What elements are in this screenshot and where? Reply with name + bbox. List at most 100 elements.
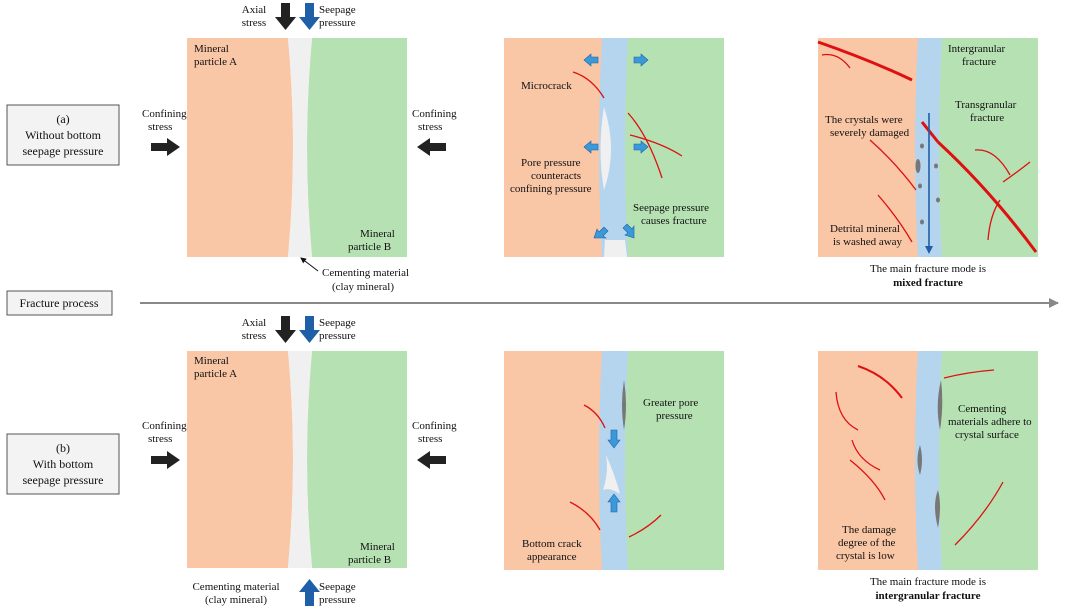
mineral-b-label-2: particle B [348, 241, 391, 253]
bottom-label-2: appearance [527, 551, 577, 563]
microcrack [849, 459, 886, 501]
cement-remnant [604, 240, 627, 257]
mode-b-label-1: The main fracture mode is [870, 576, 986, 588]
small-arrow-up [607, 493, 621, 513]
transgranular-crack [936, 140, 1038, 253]
row-b-panel-3: Cementing materials adhere to crystal su… [818, 351, 1038, 602]
row-a-panel-2: Microcrack Pore pressure counteracts con… [504, 38, 724, 257]
cement-label-1: Cementing material [192, 581, 279, 593]
detrital-particle [936, 197, 940, 203]
damage-label-2: degree of the [838, 537, 896, 549]
row-a-line1: (a) [56, 112, 69, 126]
microcrack [851, 439, 881, 471]
row-b-panel-1: Axial stress Seepage pressure Confining … [142, 316, 457, 606]
confining-left-arrow [151, 138, 180, 156]
greater-label-2: pressure [656, 410, 693, 422]
mineral-particle-b [307, 38, 407, 257]
microcrack [572, 71, 605, 99]
cem-adhere-label-1: Cementing [958, 403, 1007, 415]
intergranular-label-1: Intergranular [948, 43, 1006, 55]
seepage-label-1: Seepage [319, 317, 356, 329]
confining-right-arrow [417, 451, 446, 469]
row-a-label: (a) Without bottom seepage pressure [6, 104, 120, 166]
intergranular-label-2: fracture [962, 56, 996, 68]
cementing-material [288, 38, 312, 257]
mineral-a-label-1: Mineral [194, 355, 229, 367]
mineral-particle-a [187, 38, 293, 257]
confining-right-label-1: Confining [412, 420, 457, 432]
small-arrow-right [633, 53, 649, 67]
detrital-particle [920, 143, 924, 149]
seepage-channel [915, 351, 942, 570]
mineral-particle-a [504, 351, 605, 570]
confining-left-arrow [151, 451, 180, 469]
mode-a-label-2: mixed fracture [893, 277, 963, 289]
pore-label-3: confining pressure [510, 183, 592, 195]
microcrack [857, 365, 903, 399]
row-a-line3: seepage pressure [23, 144, 104, 158]
confining-right-label-2: stress [418, 121, 442, 133]
mineral-b-label-2: particle B [348, 554, 391, 566]
axial-label-2: stress [242, 330, 266, 342]
small-arrow-left [583, 53, 599, 67]
bottom-label-1: Bottom crack [522, 538, 582, 550]
microcrack [629, 134, 683, 157]
pore-label-1: Pore pressure [521, 157, 581, 169]
mineral-b-label-1: Mineral [360, 228, 395, 240]
cement-remnant [600, 107, 611, 190]
mineral-a-label-2: particle A [194, 56, 237, 68]
row-b-line1: (b) [56, 441, 70, 455]
seep-frac-label-1: Seepage pressure [633, 202, 709, 214]
seepage-label-2: pressure [319, 330, 356, 342]
row-b-line3: seepage pressure [23, 473, 104, 487]
cem-adhere-label-3: crystal surface [955, 429, 1019, 441]
mineral-particle-a [818, 351, 920, 570]
small-arrow-right [633, 140, 649, 154]
seepage-pressure-arrow [299, 316, 320, 343]
confining-left-label-2: stress [148, 433, 172, 445]
mineral-b-label-1: Mineral [360, 541, 395, 553]
row-b-line2: With bottom [33, 457, 94, 471]
bottom-seepage-arrow [299, 579, 320, 606]
microcrack [821, 53, 851, 69]
row-a-panel-3: Intergranular fracture The crystals were… [817, 38, 1038, 289]
row-b-label: (b) With bottom seepage pressure [6, 433, 120, 495]
confining-right-label-1: Confining [412, 108, 457, 120]
small-arrow-down-right [622, 223, 635, 239]
mineral-particle-b [625, 351, 724, 570]
mineral-a-label-2: particle A [194, 368, 237, 380]
microcrack [974, 149, 1011, 176]
microcrack [569, 501, 601, 531]
cement-on-surface [937, 380, 943, 430]
fracture-process-label: Fracture process [6, 290, 113, 316]
cement-remnant [603, 455, 620, 494]
transgranular-crack [920, 121, 940, 143]
mode-a-label-1: The main fracture mode is [870, 263, 986, 275]
cement-label-2: (clay mineral) [205, 594, 267, 606]
mineral-particle-b [938, 38, 1038, 257]
microcrack [835, 391, 859, 431]
small-arrow-down-left [593, 226, 609, 239]
bottom-seepage-label-1: Seepage [319, 581, 356, 593]
axial-label-1: Axial [242, 317, 266, 329]
detrital-particle [918, 183, 922, 189]
seep-frac-label-2: causes fracture [641, 215, 707, 227]
row-a-line2: Without bottom [25, 128, 102, 142]
cement-pointer [300, 257, 319, 272]
microcrack [1002, 161, 1031, 183]
transgranular-label-2: fracture [970, 112, 1004, 124]
axial-stress-arrow [275, 3, 296, 30]
microcrack [943, 369, 995, 379]
seepage-label-2: pressure [319, 17, 356, 29]
fracture-process-text: Fracture process [20, 296, 99, 310]
crystals-label-1: The crystals were [825, 114, 903, 126]
damage-label-1: The damage [842, 524, 896, 536]
row-a-panel-1: Axial stress Seepage pressure Confining … [142, 3, 457, 293]
cement-on-surface [622, 380, 626, 430]
cement-on-surface [917, 445, 922, 475]
damage-label-3: crystal is low [836, 550, 895, 562]
row-b-panel-2: Greater pore pressure Bottom crack appea… [504, 351, 724, 570]
seepage-channel [599, 351, 628, 570]
bottom-seepage-label-2: pressure [319, 594, 356, 606]
